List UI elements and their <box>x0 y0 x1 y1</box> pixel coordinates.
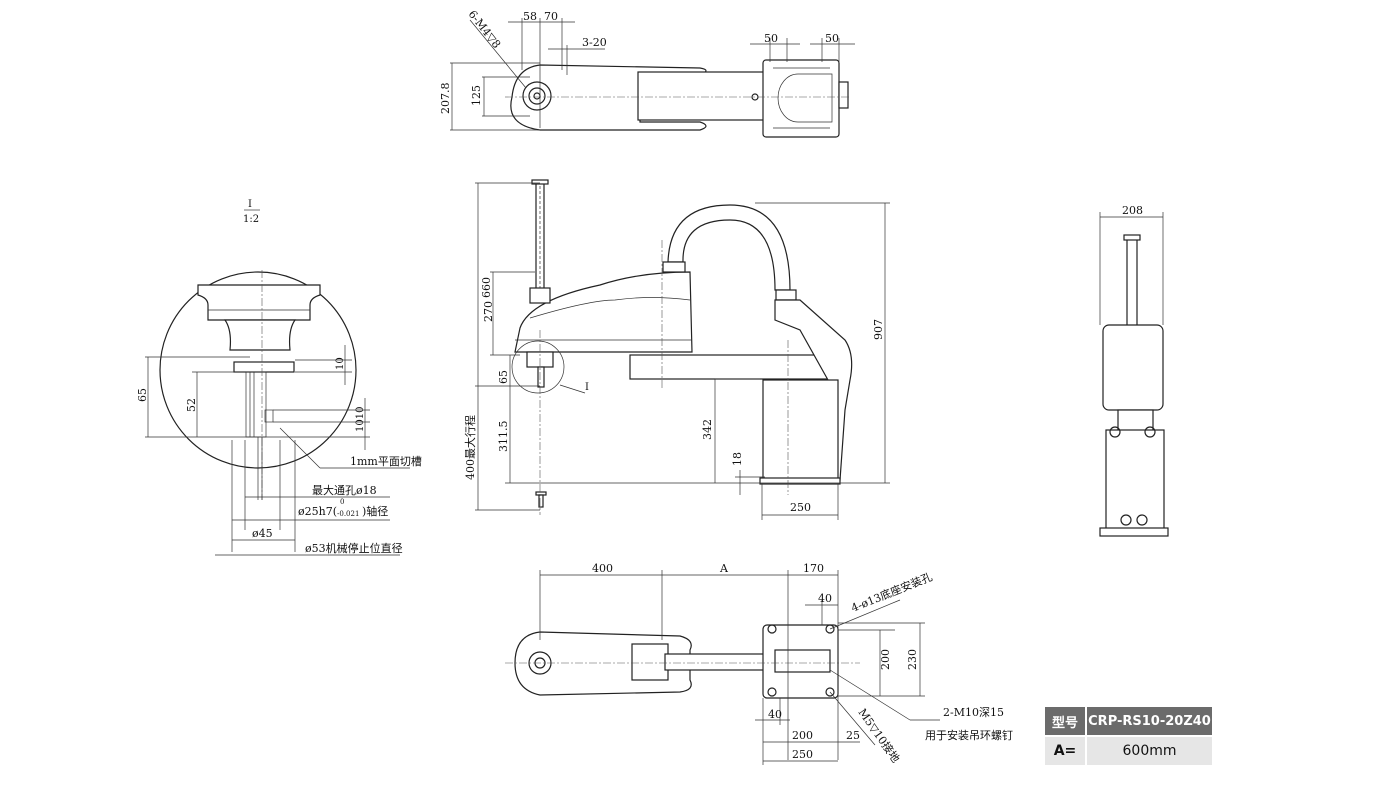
spec-row-a: A= 600mm <box>1045 736 1212 765</box>
model-label: 型号 <box>1045 707 1087 737</box>
model-value: CRP-RS10-20Z40 <box>1086 707 1212 737</box>
note-stop-dia: ø53机械停止位直径 <box>305 541 403 555</box>
note-base-holes: 4-ø13底座安装孔 <box>849 569 934 614</box>
dim-50-right: 50 <box>825 32 839 45</box>
note-eyebolt: 用于安装吊环螺钉 <box>925 728 1013 742</box>
bottom-view: 400 A 170 40 4-ø13底座安装孔 200 230 40 200 2… <box>505 562 1013 765</box>
thread-note: 6-M4▽8 <box>466 8 504 51</box>
end-view: 208 <box>1099 204 1169 537</box>
dim-40-bottom: 40 <box>768 708 782 721</box>
spec-row-model: 型号 CRP-RS10-20Z40 <box>1045 707 1212 737</box>
dim-40-top: 40 <box>818 592 832 605</box>
spec-table: 型号 CRP-RS10-20Z40 A= 600mm <box>1045 707 1212 765</box>
shaft-tol-upper: 0 <box>340 498 344 506</box>
a-label: A= <box>1045 736 1087 765</box>
dim-70: 70 <box>544 10 558 23</box>
dim-A: A <box>719 562 729 575</box>
note-m10: 2-M10深15 <box>943 706 1004 719</box>
shaft-suffix: )轴径 <box>362 504 388 518</box>
detail-dim-65: 65 <box>136 388 149 402</box>
top-connector <box>838 81 849 109</box>
shaft-dia-text: ø25h7( <box>298 505 337 518</box>
dim-200-h: 200 <box>792 729 813 742</box>
dim-230-v: 230 <box>906 649 919 670</box>
side-view: I 660 270 65 311.5 400最大行程 342 18 250 90… <box>463 179 890 520</box>
top-view: 58 70 3-20 50 50 207.8 125 6-M4▽8 <box>439 8 855 138</box>
note-shaft-dia: ø25h7( 0 -0.021 )轴径 <box>298 498 388 518</box>
dim-907: 907 <box>872 319 885 340</box>
detail-dim-10: 10 <box>335 357 346 370</box>
detail-view: I 1:2 65 52 10 1010 1mm平面切槽 最大通孔ø18 ø25h… <box>136 199 422 556</box>
dim-125: 125 <box>470 85 483 106</box>
dim-58: 58 <box>523 10 537 23</box>
dim-200-v: 200 <box>879 649 892 670</box>
dim-170: 170 <box>803 562 824 575</box>
dim-342: 342 <box>701 419 714 440</box>
dim-18: 18 <box>731 452 744 466</box>
note-max-through-hole: 最大通孔ø18 <box>312 483 377 497</box>
end-arm <box>1102 324 1164 411</box>
detail-dim-1010: 1010 <box>355 407 366 432</box>
base-column <box>762 379 839 481</box>
shaft-tol-lower: -0.021 <box>337 510 359 518</box>
dim-208: 208 <box>1122 204 1143 217</box>
dim-311-5: 311.5 <box>497 421 510 453</box>
dim-65: 65 <box>497 370 510 384</box>
dim-50-left: 50 <box>764 32 778 45</box>
dim-250-side: 250 <box>790 501 811 514</box>
top-arm-tube <box>637 71 766 121</box>
dim-25: 25 <box>846 729 860 742</box>
a-value: 600mm <box>1086 736 1212 765</box>
detail-marker: I <box>585 382 589 393</box>
detail-scale: 1:2 <box>243 214 259 225</box>
note-ground: M5▽10接地 <box>856 706 903 765</box>
note-flat-groove: 1mm平面切槽 <box>350 455 422 468</box>
detail-dim-45: ø45 <box>252 527 273 540</box>
end-base <box>1105 429 1165 531</box>
dim-400: 400 <box>592 562 613 575</box>
dim-250-bottom: 250 <box>792 748 813 761</box>
dim-3-20: 3-20 <box>582 36 607 49</box>
end-shaft <box>1126 237 1138 329</box>
arm1 <box>629 354 829 380</box>
dim-stroke: 400最大行程 <box>463 415 477 480</box>
detail-dim-52: 52 <box>185 398 198 412</box>
dim-270: 270 <box>482 301 495 322</box>
top-base-plate <box>762 59 840 138</box>
bottom-panel <box>631 643 669 681</box>
dim-207-8: 207.8 <box>439 83 452 115</box>
dim-660: 660 <box>480 277 493 298</box>
detail-title: I <box>248 199 252 210</box>
